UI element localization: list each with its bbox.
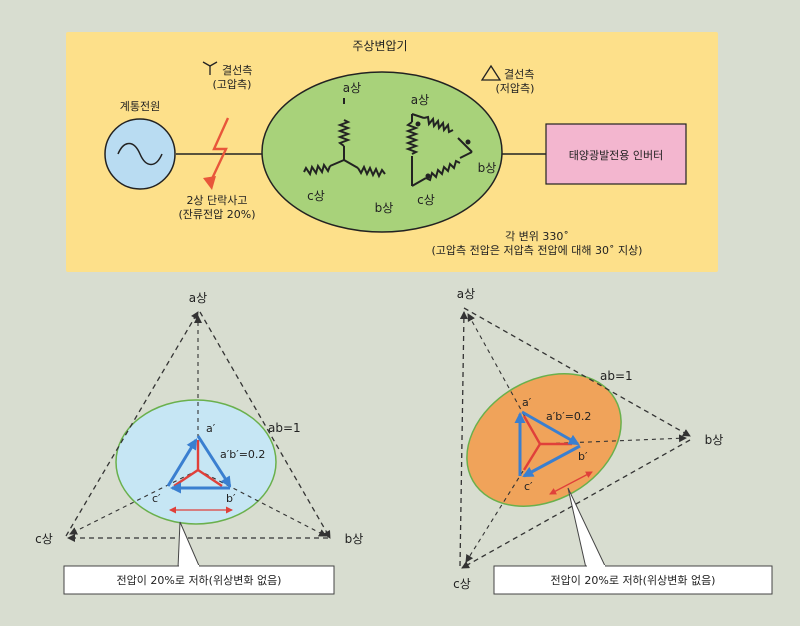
delta-polarity-dot-a xyxy=(415,121,421,127)
transformer-ellipse xyxy=(261,71,503,233)
wye-phase-c: c상 xyxy=(307,189,325,203)
right-c-prime: c′ xyxy=(524,480,533,493)
right-callout-text: 전압이 20%로 저하(위상변화 없음) xyxy=(551,573,716,587)
delta-polarity-dot-c xyxy=(425,173,431,179)
delta-symbol-icon xyxy=(480,64,502,81)
left-callout-box xyxy=(63,565,335,595)
right-callout-box xyxy=(493,565,773,595)
phase-displacement-note: (고압측 전압은 저압측 전압에 대해 30˚ 지상) xyxy=(432,243,643,257)
right-phase-b: b상 xyxy=(705,433,724,447)
fault-label-sub: (잔류전압 20%) xyxy=(178,208,255,221)
left-c-prime: c′ xyxy=(152,492,161,505)
right-a-prime: a′ xyxy=(522,396,532,409)
delta-phase-c: c상 xyxy=(417,193,435,207)
left-abprime-label: a′b′=0.2 xyxy=(220,448,265,461)
right-red-star-c xyxy=(522,443,542,471)
delta-phase-a: a상 xyxy=(411,93,429,107)
right-abprime-label: a′b′=0.2 xyxy=(546,410,591,423)
wye-phase-b: b상 xyxy=(375,201,394,215)
right-reduction-arrow xyxy=(549,471,593,495)
right-blue-b-c xyxy=(522,444,581,478)
right-line-a-b xyxy=(463,307,691,437)
right-blue-a-b xyxy=(521,410,580,446)
left-phase-c: c상 xyxy=(35,532,53,546)
inverter-label: 태양광발전용 인버터 xyxy=(569,149,664,162)
left-ab-label: ab=1 xyxy=(268,421,301,435)
wye-phase-a: a상 xyxy=(343,81,361,95)
wye-label-sub: (고압측) xyxy=(213,78,252,91)
right-b-prime: b′ xyxy=(578,450,588,463)
wye-symbol-icon xyxy=(202,61,218,75)
left-b-prime: b′ xyxy=(226,492,236,505)
left-line-a-b xyxy=(199,311,331,539)
left-phase-b: b상 xyxy=(345,532,364,546)
left-phasor-diagram: a상 b상 c상 ab=1 a′ b′ c′ a′b′=0.2 전압이 20%로… xyxy=(35,291,364,595)
fault-label: 2상 단락사고 xyxy=(186,194,247,207)
right-line-c-a xyxy=(459,311,468,567)
delta-phase-b: b상 xyxy=(478,161,497,175)
left-callout-text: 전압이 20%로 저하(위상변화 없음) xyxy=(117,573,282,587)
source-label: 계통전원 xyxy=(120,100,160,113)
left-phase-a: a상 xyxy=(189,291,207,305)
right-ab-label: ab=1 xyxy=(600,369,633,383)
left-a-prime: a′ xyxy=(206,422,216,435)
left-line-c-a xyxy=(65,311,199,537)
delta-label-sub: (저압측) xyxy=(496,82,535,95)
delta-label: 결선측 xyxy=(504,68,534,81)
delta-winding xyxy=(405,113,473,187)
left-red-star-b xyxy=(197,469,223,487)
left-ellipse xyxy=(115,399,277,525)
right-phasor-diagram: a상 b상 c상 ab=1 a′ b′ c′ a′b′=0.2 전압이 20%로… xyxy=(453,287,773,595)
ac-sine-icon xyxy=(117,142,163,166)
fault-arrowhead xyxy=(203,176,216,190)
right-phase-c: c상 xyxy=(453,577,471,591)
left-blue-a-b xyxy=(196,435,232,488)
right-phase-a: a상 xyxy=(457,287,475,301)
panel-title: 주상변압기 xyxy=(352,39,407,53)
left-line-n-b xyxy=(197,469,327,537)
wye-label: 결선측 xyxy=(222,64,252,77)
left-blue-c-a xyxy=(166,438,198,487)
wye-winding xyxy=(303,98,386,179)
delta-polarity-dot-b xyxy=(465,139,471,145)
phase-displacement-label: 각 변위 330˚ xyxy=(505,230,569,243)
inverter-box xyxy=(545,123,687,185)
fault-lightning-icon xyxy=(208,117,230,184)
right-red-star-a xyxy=(522,415,542,445)
